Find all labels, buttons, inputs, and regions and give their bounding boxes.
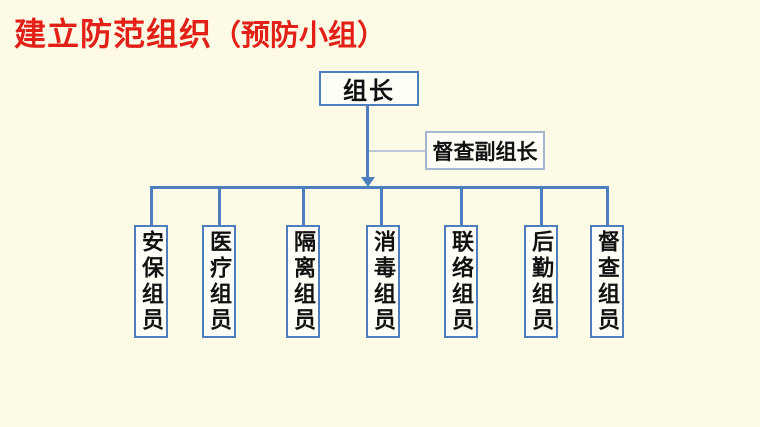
connector-drop-3 [302,186,305,225]
member-label: 联络组员 [449,229,474,334]
node-member-logistics: 后勤组员 [524,225,558,338]
node-member-disinfection: 消毒组员 [366,225,400,338]
connector-drop-1 [150,186,153,225]
node-group-leader: 组长 [319,71,419,106]
node-member-medical: 医疗组员 [202,225,236,338]
member-label: 后勤组员 [529,229,554,334]
connector-drop-7 [606,186,609,225]
connector-drop-4 [380,186,383,225]
member-label: 安保组员 [139,229,164,334]
connector-leader-vertical [366,106,369,177]
connector-drop-6 [540,186,543,225]
node-deputy-leader: 督查副组长 [425,131,545,170]
node-member-supervision: 督查组员 [590,225,624,338]
member-label: 消毒组员 [371,229,396,334]
connector-deputy-horizontal [369,150,425,152]
connector-horizontal-bar [150,186,608,189]
node-member-security: 安保组员 [134,225,168,338]
member-label: 医疗组员 [207,229,232,334]
connector-drop-5 [460,186,463,225]
arrow-down-icon [361,177,375,187]
member-label: 督查组员 [595,229,620,334]
member-label: 隔离组员 [291,229,316,334]
title-main-text: 建立防范组织 [14,16,213,52]
title-paren-text: （预防小组） [212,20,387,52]
connector-drop-2 [218,186,221,225]
node-member-liaison: 联络组员 [444,225,478,338]
node-member-isolation: 隔离组员 [286,225,320,338]
slide-title: 建立防范组织（预防小组） [14,14,386,61]
